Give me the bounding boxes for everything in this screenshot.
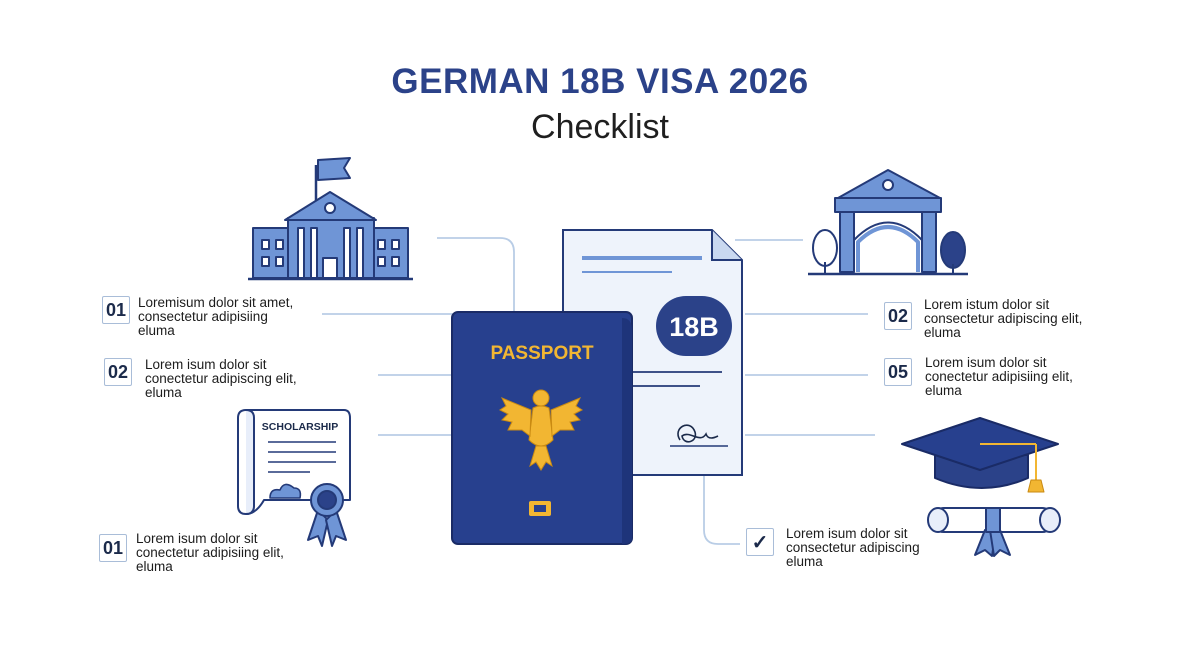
- item-number: 05: [884, 358, 912, 386]
- page-title: GERMAN 18B VISA 2026: [391, 62, 809, 101]
- page-subtitle: Checklist: [531, 108, 669, 146]
- item-number: 02: [104, 358, 132, 386]
- connector-lines: [322, 237, 875, 545]
- document-badge-text: 18B: [669, 312, 719, 342]
- item-text: Lorem isum dolor sit consectetur adipisc…: [786, 526, 920, 569]
- checkmark-icon: ✓: [746, 528, 774, 556]
- passport-label: PASSPORT: [490, 343, 594, 364]
- item-text: Loremisum dolor sit amet, consectetur ad…: [138, 295, 294, 338]
- item-number: 02: [884, 302, 912, 330]
- scholarship-label: SCHOLARSHIP: [262, 421, 338, 433]
- document-badge-pill: [656, 296, 732, 356]
- diploma-scroll-icon: [927, 507, 1061, 557]
- university-gate-icon: [808, 169, 968, 276]
- government-building-icon: [248, 157, 413, 281]
- item-number: 01: [99, 534, 127, 562]
- graduation-cap-icon: [901, 417, 1059, 493]
- item-text: Lorem istum dolor sit consectetur adipis…: [924, 297, 1083, 340]
- scholarship-certificate-icon: [237, 409, 351, 547]
- passport-icon: [451, 311, 633, 545]
- item-number: 01: [102, 296, 130, 324]
- item-text: Lorem isum dolor sit conectetur adipisii…: [925, 355, 1073, 398]
- eagle-emblem-icon: [499, 389, 583, 471]
- item-text: Lorem isum dolor sit conectetur adipisci…: [145, 357, 297, 400]
- passport-chip-icon: [529, 501, 551, 516]
- item-text: Lorem isum dolor sit conectetur adipisii…: [136, 531, 284, 574]
